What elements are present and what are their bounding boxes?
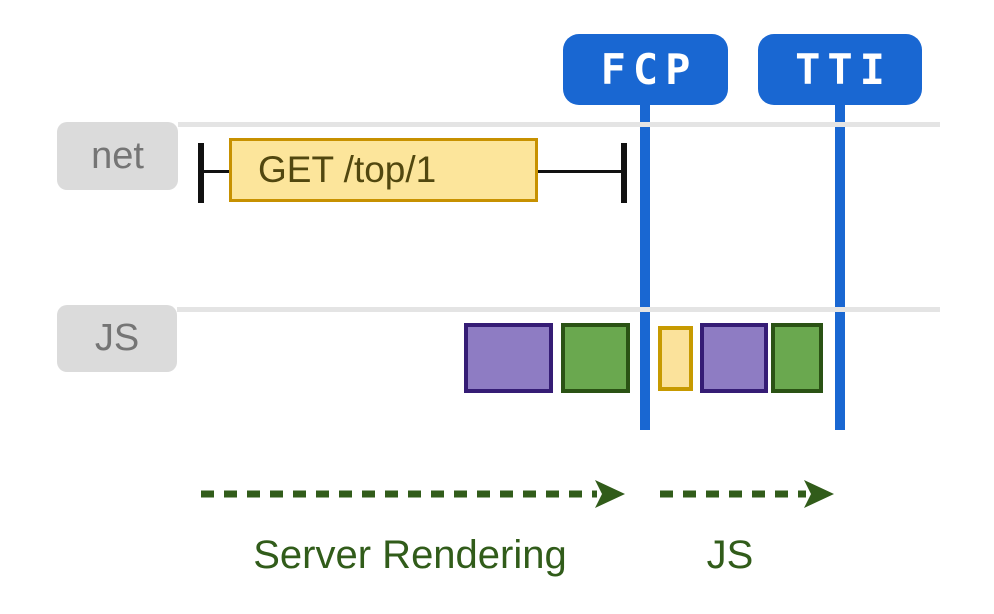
- js-lane-label: JS: [57, 305, 177, 372]
- net-lane-rail: [178, 122, 940, 127]
- request-end-connector: [538, 170, 622, 173]
- server-rendering-arrow-head: [595, 480, 625, 508]
- js-lane-rail: [177, 307, 940, 312]
- js-arrow-head: [804, 480, 834, 508]
- tti-marker-line: [835, 103, 845, 430]
- js-phase-label: JS: [706, 533, 754, 577]
- js-block-green: [561, 323, 630, 393]
- fcp-marker-line: [640, 103, 650, 430]
- js-block-yellow: [658, 326, 693, 391]
- fcp-marker-badge: FCP: [563, 34, 728, 105]
- request-start-connector: [204, 170, 229, 173]
- tti-marker-badge: TTI: [758, 34, 922, 105]
- js-block-green: [771, 323, 823, 393]
- request-end-whisker: [621, 143, 627, 203]
- net-lane-label: net: [57, 122, 178, 190]
- request-start-whisker: [198, 143, 204, 203]
- js-block-purple: [700, 323, 768, 393]
- network-request-bar: GET /top/1: [229, 138, 538, 202]
- server-rendering-phase-label: Server Rendering: [253, 533, 567, 577]
- js-block-purple: [464, 323, 553, 393]
